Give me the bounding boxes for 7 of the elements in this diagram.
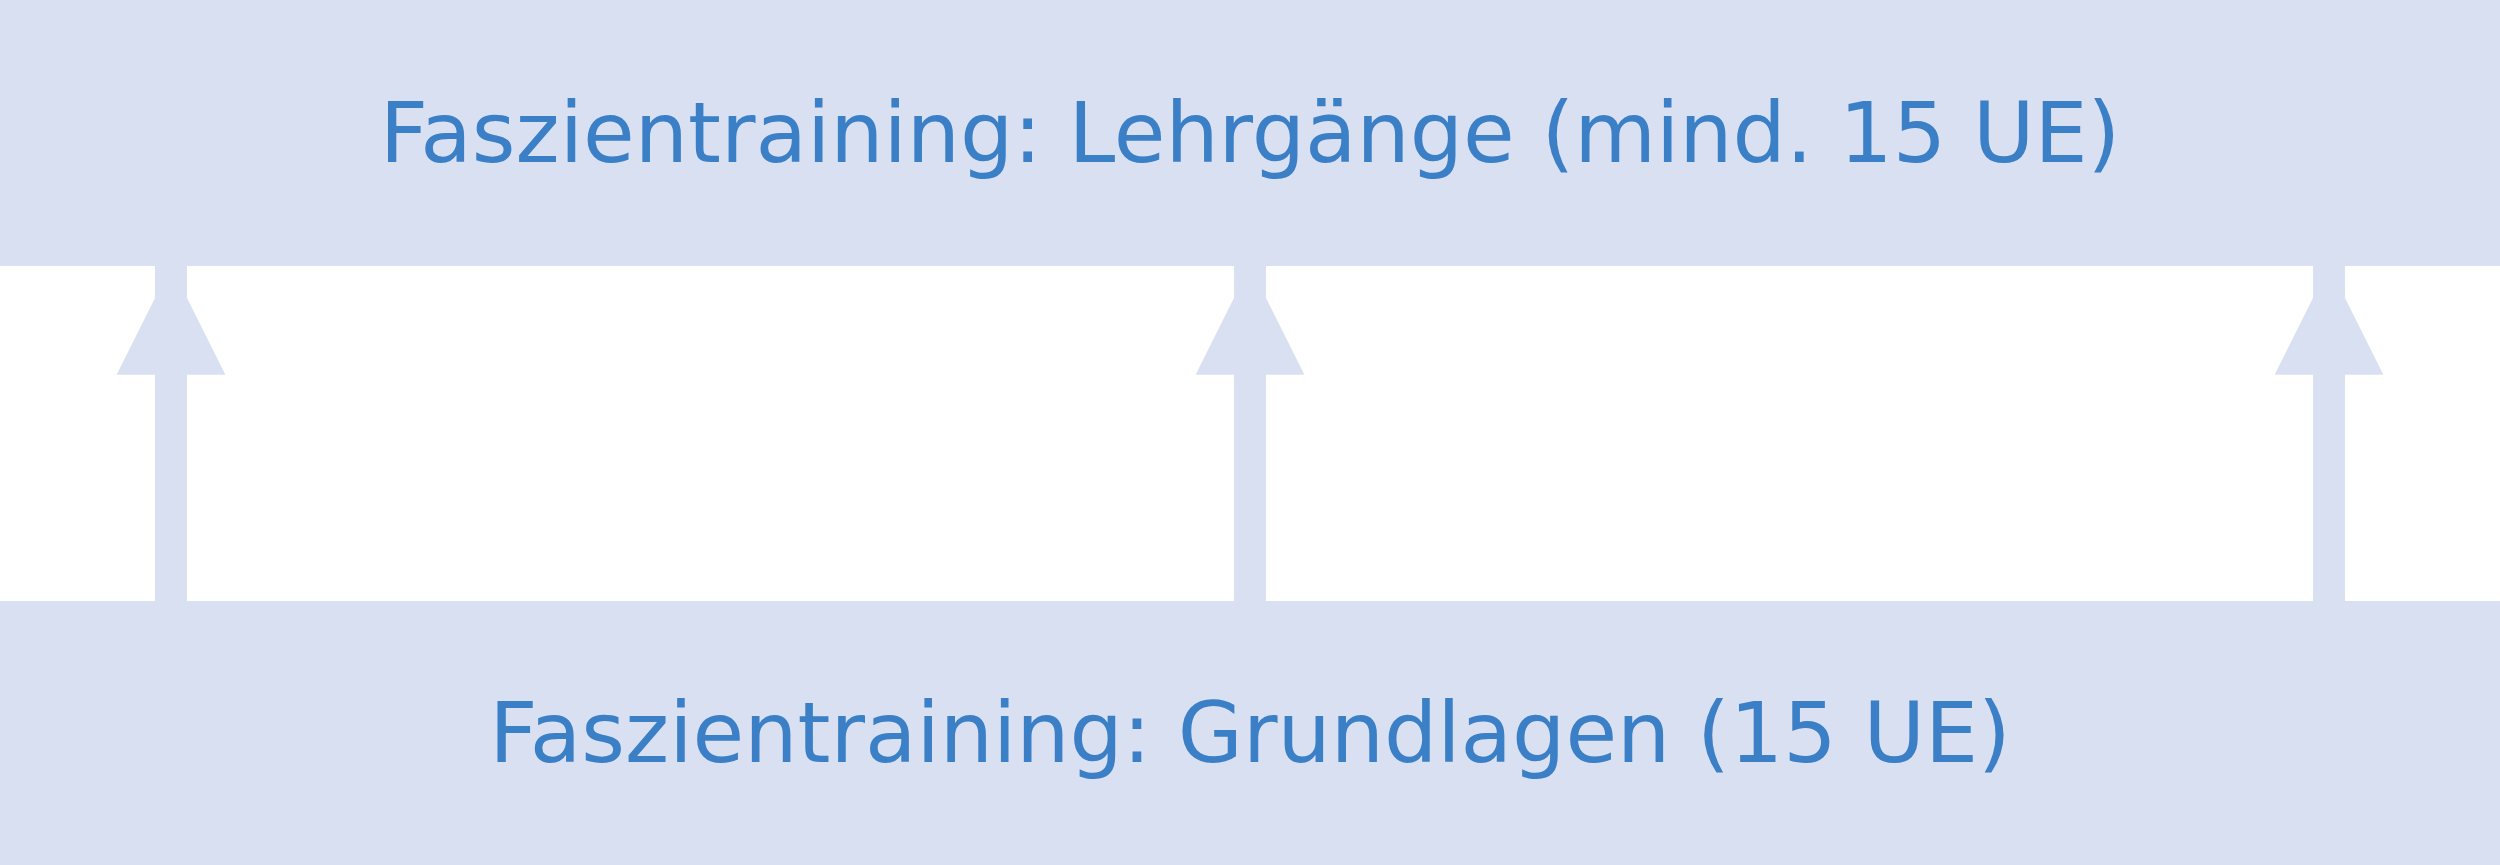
level-band <box>0 601 2500 865</box>
arrow <box>116 266 226 601</box>
arrow <box>2274 266 2384 601</box>
band-title: Faszientraining: Lehrgänge (mind. 15 UE) <box>379 84 2121 182</box>
level-band <box>0 0 2500 266</box>
arrow <box>1195 266 1305 601</box>
band-title: Faszientraining: Grundlagen (15 UE) <box>489 684 2011 782</box>
